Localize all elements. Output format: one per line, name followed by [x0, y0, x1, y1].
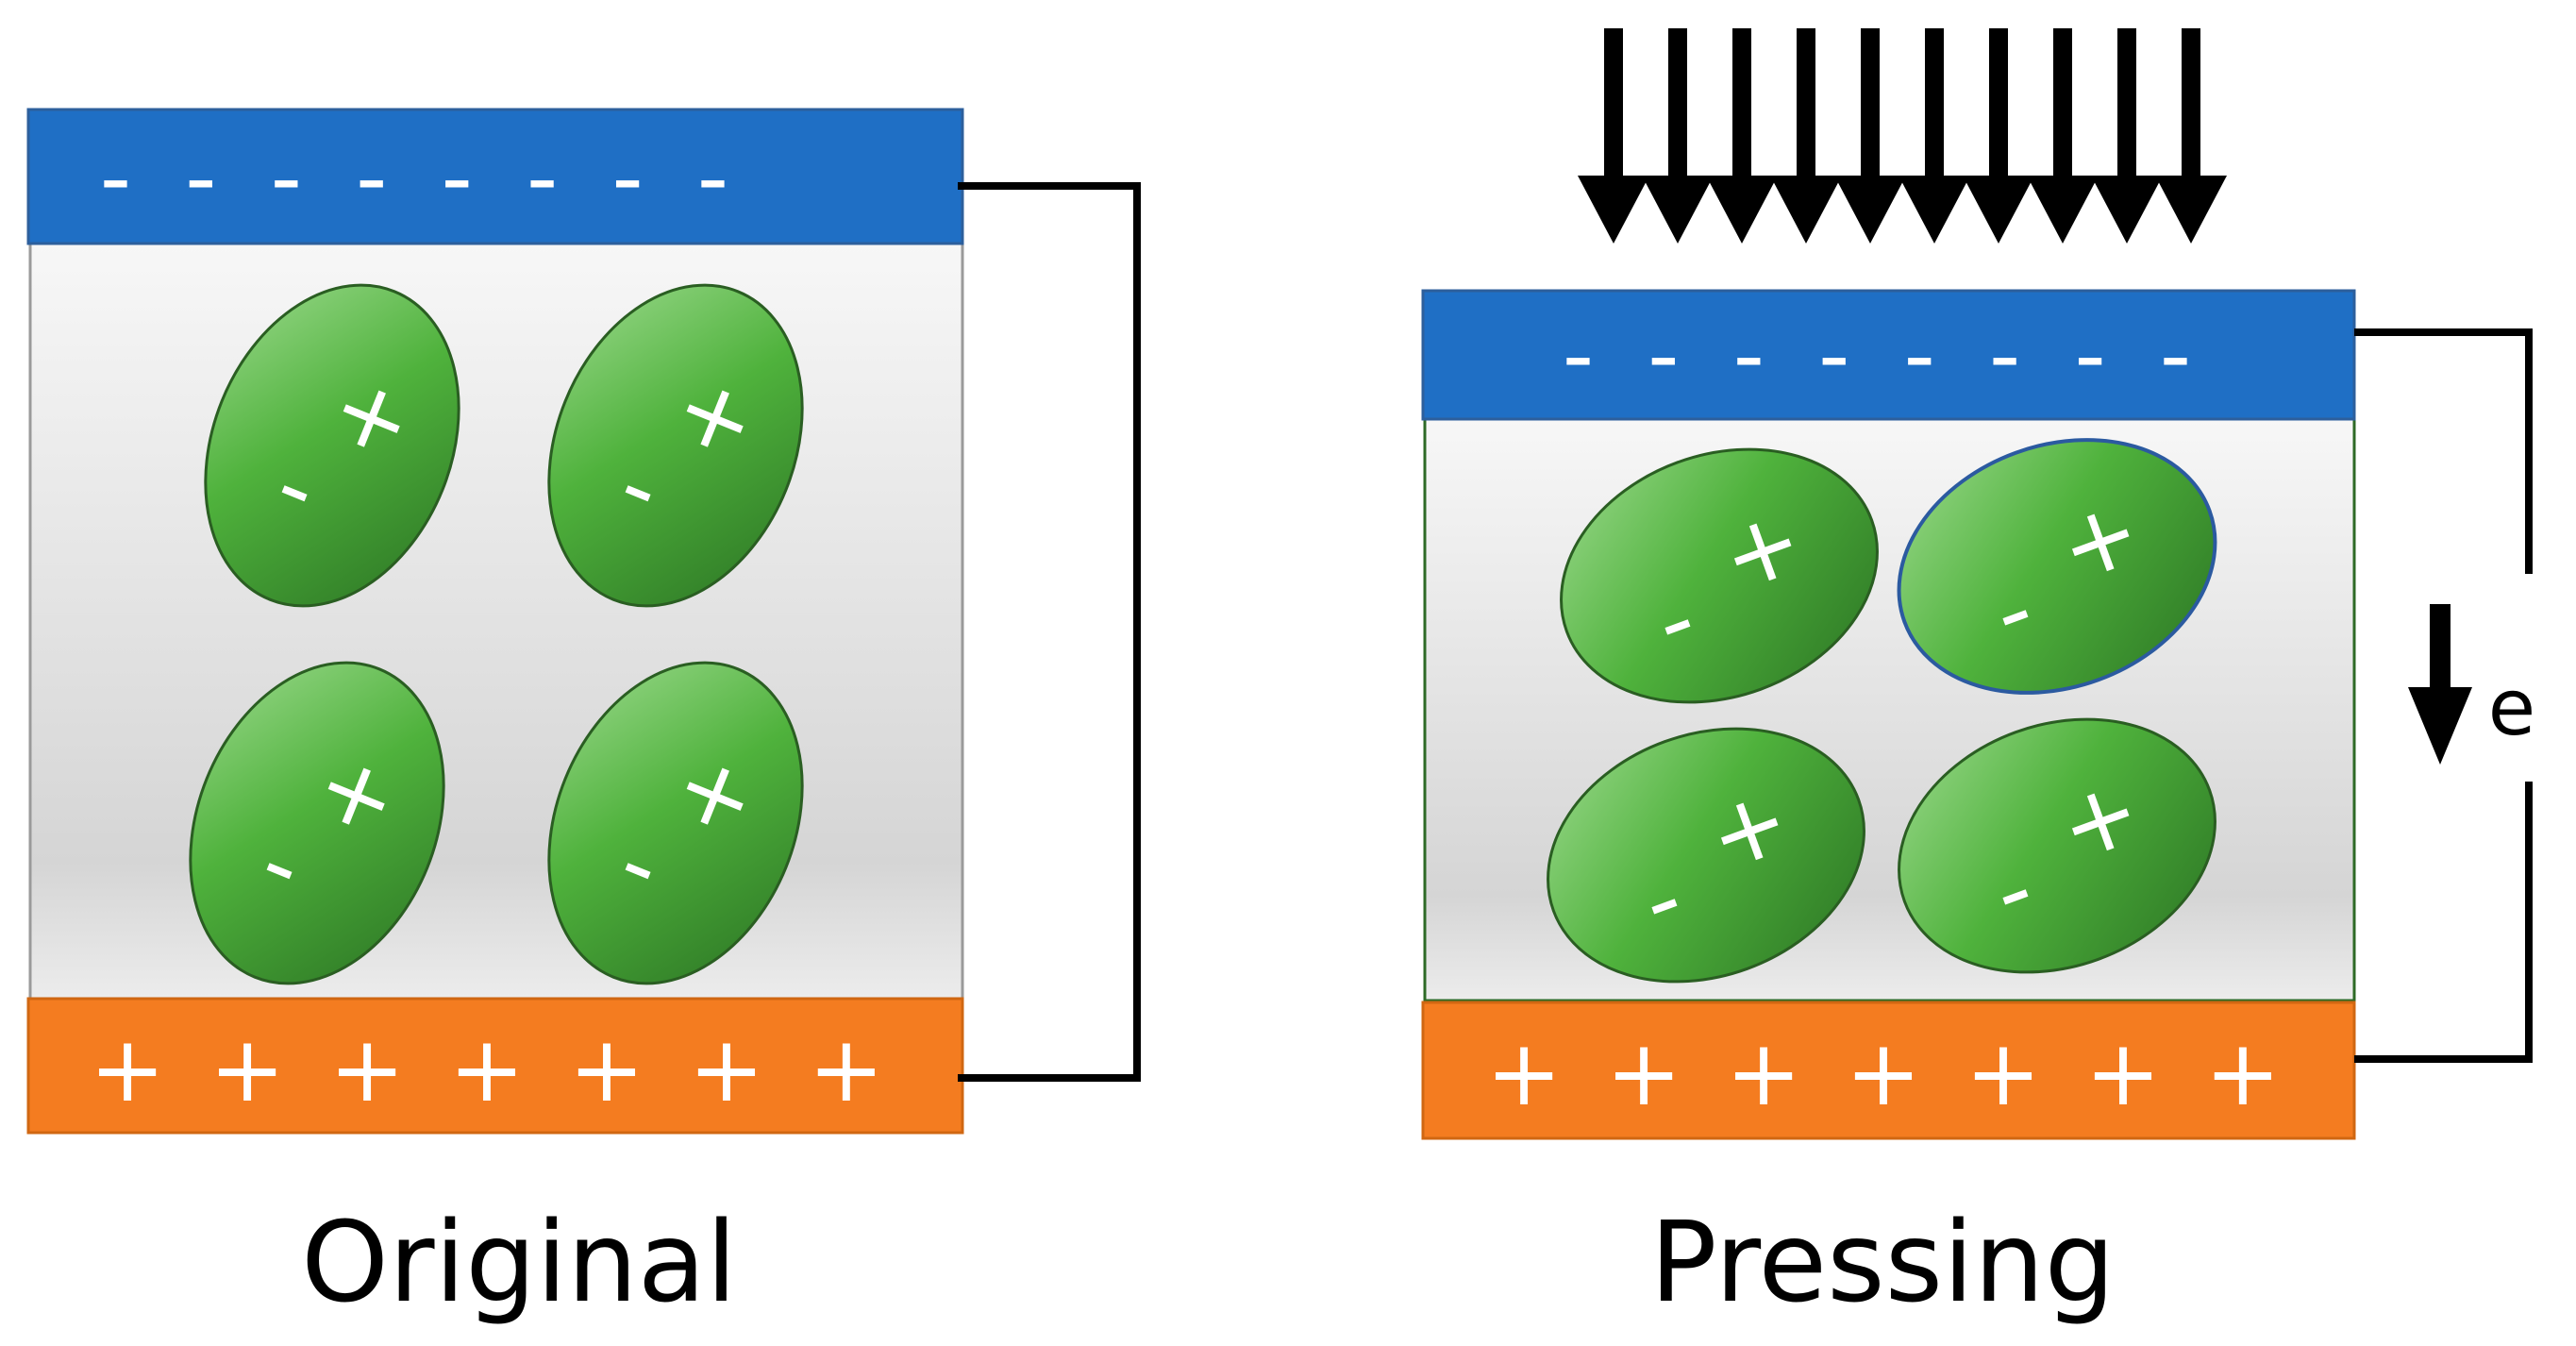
original-dipole: + - — [204, 283, 460, 608]
pressure-arrow-icon — [1834, 28, 1906, 244]
pressing-circuit-wire — [2354, 328, 2533, 574]
pressing-bottom-electrode — [1421, 1001, 2356, 1140]
original-circuit-wire — [958, 182, 1141, 1082]
pressure-arrow-icon — [1642, 28, 1714, 244]
pressure-arrow-icon — [2091, 28, 2163, 244]
pressure-arrow-icon — [2155, 28, 2227, 244]
original-top-electrode — [26, 108, 964, 245]
current-direction-arrow-icon — [2408, 604, 2472, 765]
current-label: e — [2488, 664, 2535, 753]
original-body — [28, 242, 964, 1001]
pressure-arrow-icon — [1963, 28, 2034, 244]
original-panel: - - - - - - - - + + + + + + + + - + - + … — [26, 108, 1141, 1327]
pressing-dipole: + - — [1898, 717, 2216, 974]
pressure-arrow-icon — [2027, 28, 2099, 244]
pressure-arrows — [1578, 28, 2227, 244]
pressing-circuit-wire — [2354, 782, 2533, 1063]
original-caption: Original — [301, 1197, 737, 1327]
original-dipole: + - — [547, 283, 804, 608]
pressing-dipole: + - — [1560, 447, 1879, 704]
pressure-arrow-icon — [1578, 28, 1649, 244]
pressure-arrow-icon — [1899, 28, 1970, 244]
original-dipole: + - — [189, 661, 445, 985]
original-top-charges: - - - - - - - - — [100, 127, 742, 228]
pressing-dipole: + - — [1897, 438, 2217, 695]
original-bottom-electrode — [26, 997, 964, 1135]
pressing-panel: - - - - - - - - + + + + + + + e + - + - … — [1421, 28, 2535, 1327]
pressing-caption: Pressing — [1649, 1197, 2115, 1327]
pressing-top-charges: - - - - - - - - — [1563, 305, 2204, 406]
pressure-arrow-icon — [1770, 28, 1842, 244]
pressing-top-electrode — [1421, 289, 2356, 421]
original-bottom-charges: + + + + + + + — [90, 1017, 892, 1122]
pressure-arrow-icon — [1706, 28, 1778, 244]
pressing-bottom-charges: + + + + + + + — [1486, 1020, 2288, 1126]
pressing-dipole: + - — [1547, 727, 1865, 984]
